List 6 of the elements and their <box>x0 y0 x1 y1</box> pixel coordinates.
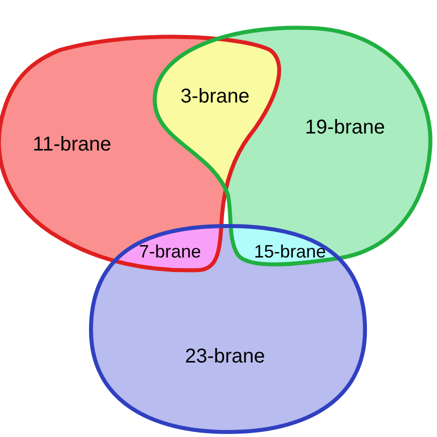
region-label: 11-brane <box>32 134 112 156</box>
region-label: 7-brane <box>138 242 202 262</box>
region-label: 23-brane <box>184 346 266 368</box>
region-label: 15-brane <box>254 242 326 262</box>
region-label: 3-brane <box>180 86 250 108</box>
region-label: 19-brane <box>304 116 386 140</box>
